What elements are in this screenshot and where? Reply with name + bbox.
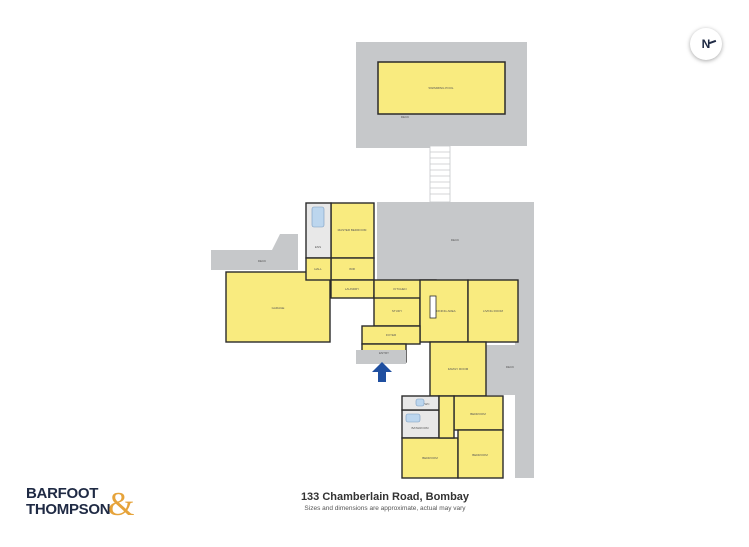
property-address: 133 Chamberlain Road, Bombay [300,491,470,503]
label-hall: HALL [314,267,322,271]
label-deck-main: DECK [451,238,459,242]
label-kitchen: KITCHEN [393,287,406,291]
label-master: MASTER BEDROOM [338,228,367,232]
label-family: FAMILY ROOM [448,367,469,371]
label-study: STUDY [392,309,402,313]
bedroom4-room [457,429,504,479]
label-deck-east: DECK [506,365,514,369]
label-wir: WIR [349,267,356,271]
garage-room [225,271,331,343]
bedroom2-room [453,395,504,431]
hall2-room [438,395,455,439]
label-dining: DINING AREA [436,309,455,313]
east-deck-lower [486,345,534,395]
label-bedroom2: BEDROOM [470,412,486,416]
main-deck [377,202,534,280]
living-room [467,279,519,343]
outdoor-areas [211,42,534,478]
compass-label: N [701,37,711,51]
pool-deck-lower [356,110,444,148]
label-ensuite: ENS [315,245,321,249]
west-deck [211,234,298,270]
label-deck-pool: DECK [401,115,409,119]
label-foyer: FOYER [386,333,397,337]
room-labels: SWIMMING POOL DECK DECK DECK DECK GARAGE… [258,86,514,460]
logo-ampersand: & [108,486,135,523]
label-wc: WC [425,402,431,406]
barfoot-thompson-logo: BARFOOT THOMPSON & [26,486,136,526]
disclaimer-text: Sizes and dimensions are approximate, ac… [304,505,466,512]
logo-line2: THOMPSON [26,501,111,518]
label-garage: GARAGE [272,306,285,310]
family-room [429,341,487,397]
entry-porch [356,350,406,364]
label-bedroom3: BEDROOM [422,456,438,460]
entry-arrow-icon [372,362,392,382]
compass-icon: N [690,28,722,60]
label-pool: SWIMMING POOL [428,86,453,90]
hall-room [305,257,332,281]
label-entry: ENTRY [379,351,389,355]
logo-line1: BARFOOT [26,485,99,502]
label-laundry: LAUNDRY [345,287,359,291]
house-rooms [225,202,519,479]
label-bedroom4: BEDROOM [472,453,488,457]
kitchen-island [429,295,437,319]
swimming-pool [377,61,506,115]
label-deck-west: DECK [258,259,266,263]
steps [429,145,451,203]
bath-fixtures [311,206,425,423]
label-bathroom: BATHROOM [411,426,429,430]
bedroom3-room [401,437,459,479]
label-living: LIVING ROOM [483,309,504,313]
